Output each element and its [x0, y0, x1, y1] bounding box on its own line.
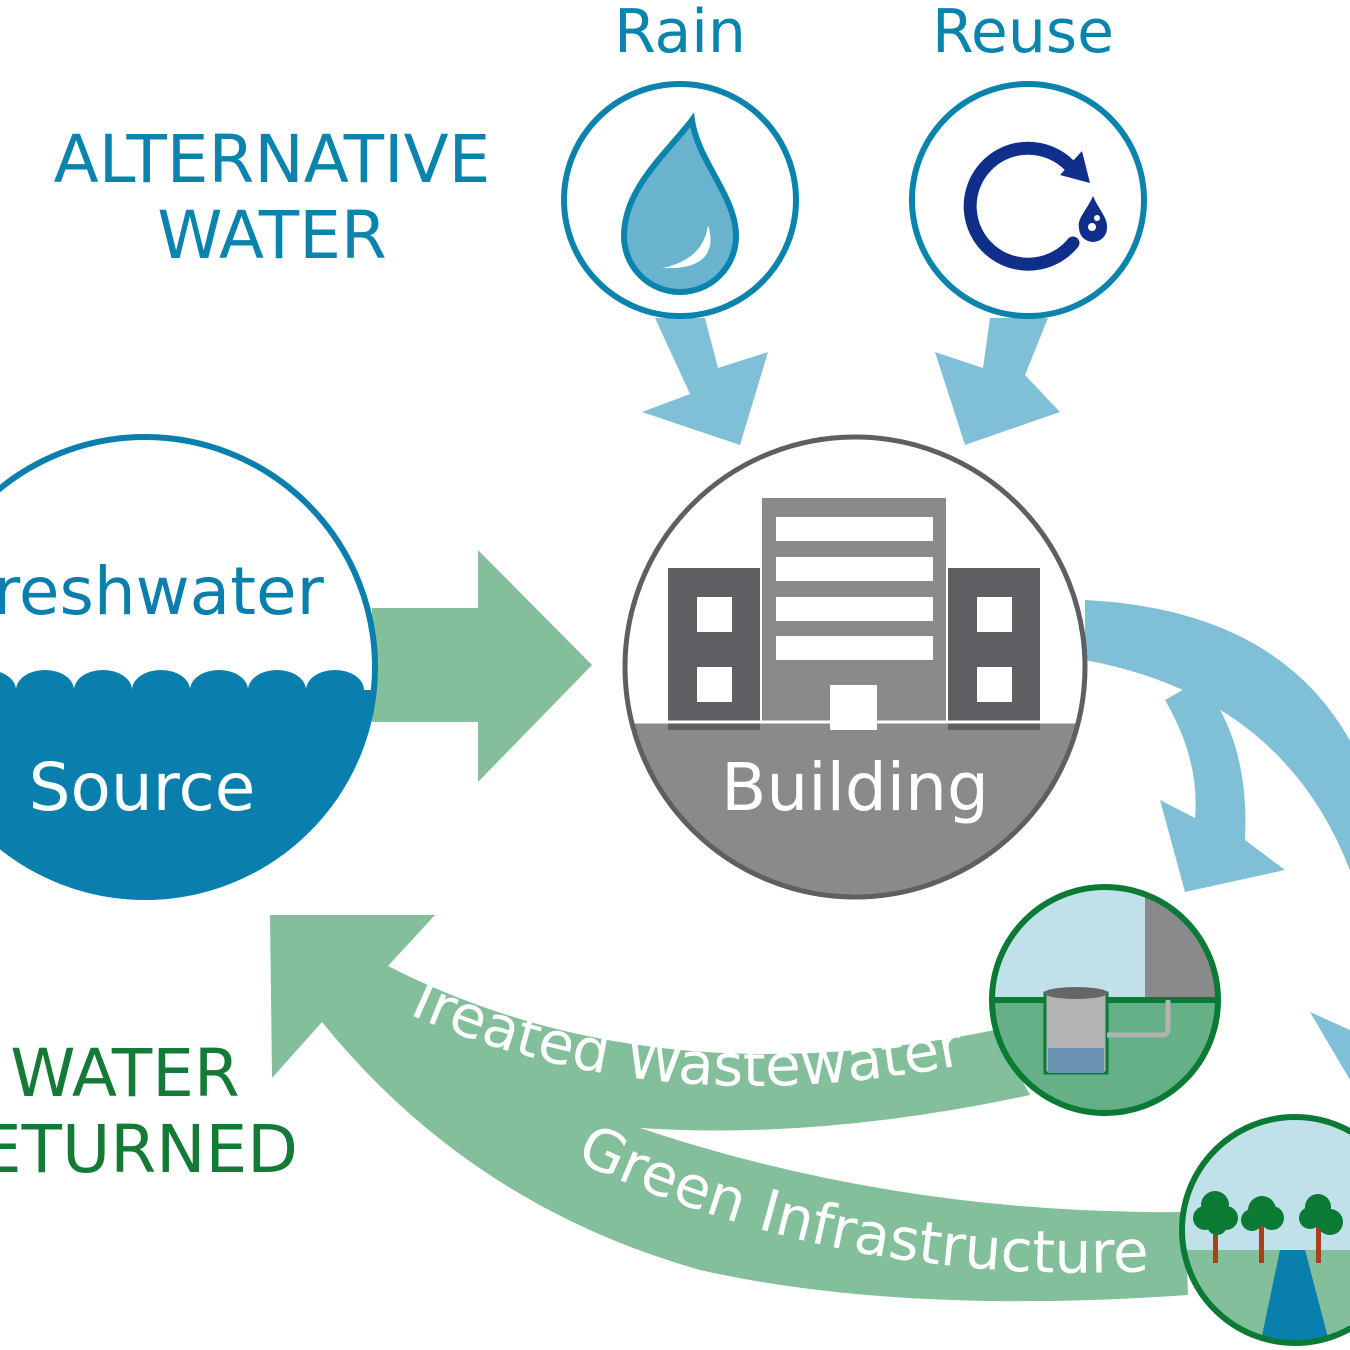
supply-arrow — [372, 550, 592, 782]
alternative-water-title-line2: WATER — [157, 197, 387, 274]
source-label: Source — [29, 749, 256, 826]
return-arrow — [270, 915, 1188, 1302]
reuse-label: Reuse — [932, 0, 1114, 67]
outflow-arrows — [1085, 600, 1350, 1080]
freshwater-source-circle: Freshwater Source — [0, 434, 378, 900]
rain-circle — [561, 81, 799, 319]
building-circle: Building — [622, 434, 1088, 900]
green-infrastructure-label: Green Infrastructure — [569, 1111, 1150, 1287]
reuse-circle — [909, 81, 1147, 319]
water-returned-line1: WATER — [10, 1035, 240, 1112]
reuse-arrow — [935, 318, 1060, 445]
recycle-drop-icon — [963, 141, 1108, 271]
water-drop-icon — [620, 112, 740, 295]
septic-tank-icon — [989, 884, 1221, 1116]
office-building-icon — [668, 498, 1040, 730]
trees-stream-icon — [1179, 1114, 1350, 1346]
building-label: Building — [721, 749, 989, 826]
freshwater-label: Freshwater — [0, 553, 325, 630]
rain-arrow — [642, 318, 768, 445]
rain-label: Rain — [614, 0, 746, 67]
alternative-water-title-line1: ALTERNATIVE — [54, 121, 491, 198]
